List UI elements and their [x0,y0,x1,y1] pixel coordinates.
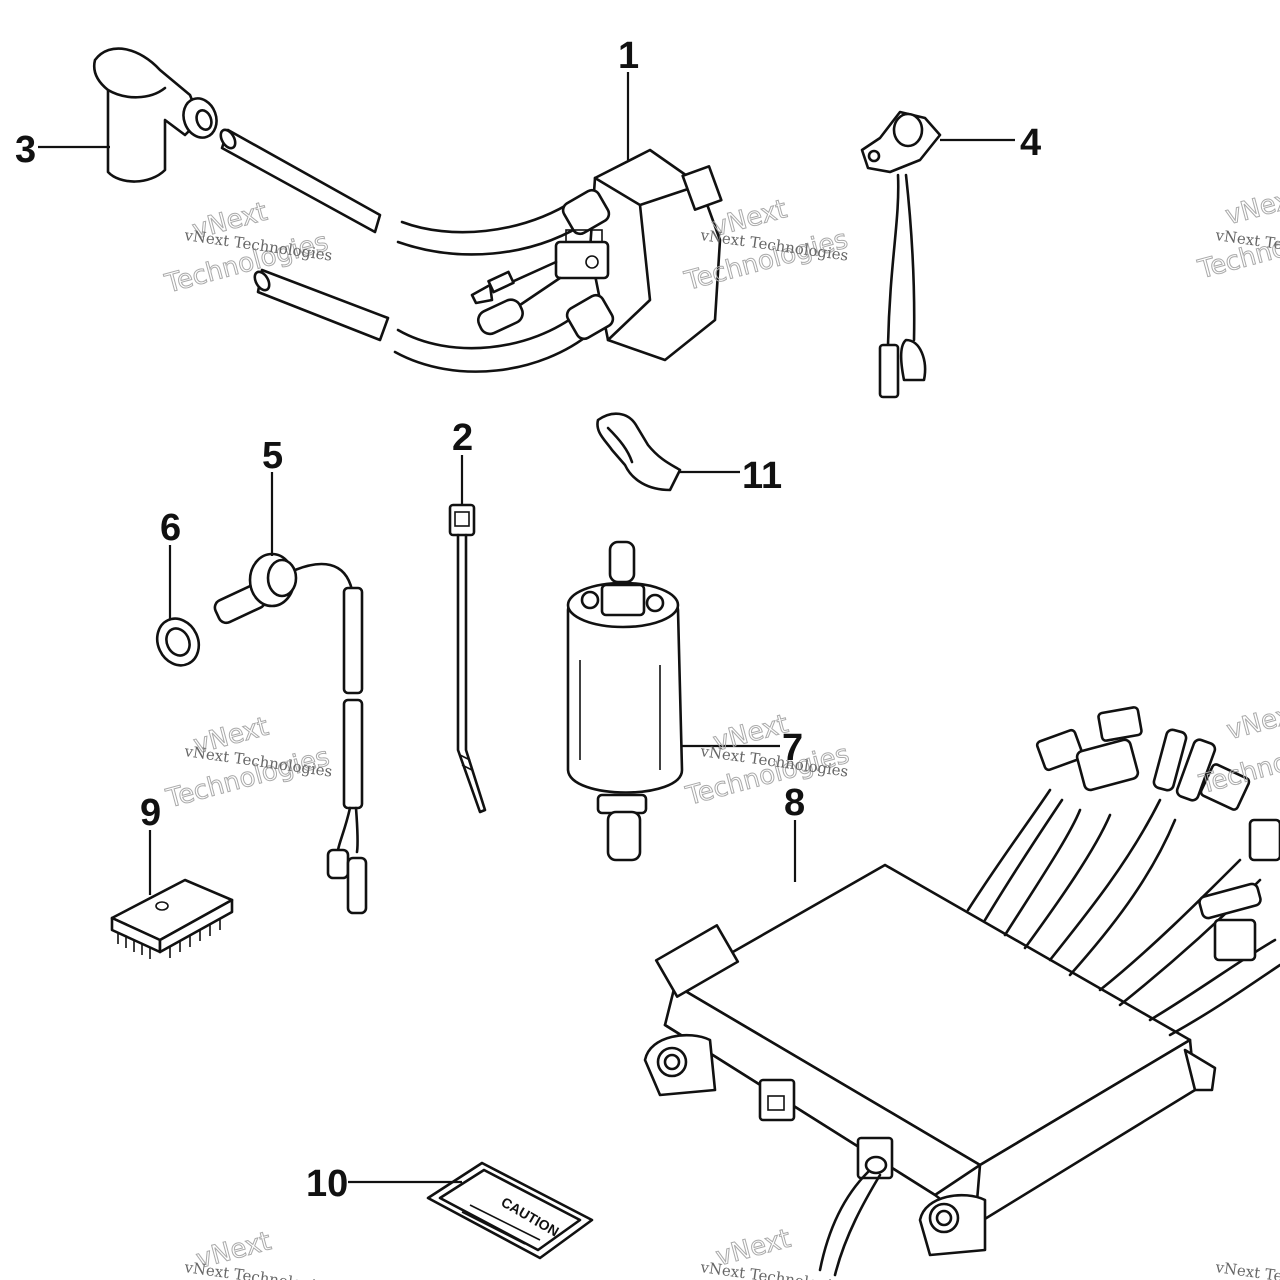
part-sensor[interactable] [860,110,942,399]
part-fuel-pump[interactable] [566,540,684,862]
watermark-line1: vNext [1222,183,1280,232]
part-cable-tie[interactable] [448,503,487,814]
part-ecu-harness[interactable] [643,706,1280,1277]
callout-3: 3 [15,129,36,171]
callout-8: 8 [784,782,805,824]
watermark-line2: vNext Technologies [1213,1258,1280,1280]
part-ignition-coil[interactable] [218,127,723,373]
part-spark-plug-cap[interactable] [92,47,222,183]
watermark-line1: vNext [1224,698,1280,747]
callout-1: 1 [618,35,639,77]
callout-10: 10 [306,1163,348,1205]
callout-11: 11 [742,455,782,497]
watermark-line2: vNext Technologies [182,1258,333,1280]
part-clip[interactable] [596,412,682,492]
callout-2: 2 [452,417,473,459]
callout-5: 5 [262,435,283,477]
callout-7: 7 [782,727,803,769]
watermark-line2: vNext Technologies [698,1258,849,1280]
part-chip[interactable] [110,878,234,959]
callouts: 1 3 4 2 11 5 6 7 8 9 10 [15,35,1041,1205]
part-temperature-sensor[interactable] [212,552,368,915]
callout-4: 4 [1020,122,1041,164]
callout-9: 9 [140,792,161,834]
callout-6: 6 [160,507,181,549]
part-washer[interactable] [150,612,207,672]
part-caution-label[interactable]: CAUTION [426,1161,594,1260]
